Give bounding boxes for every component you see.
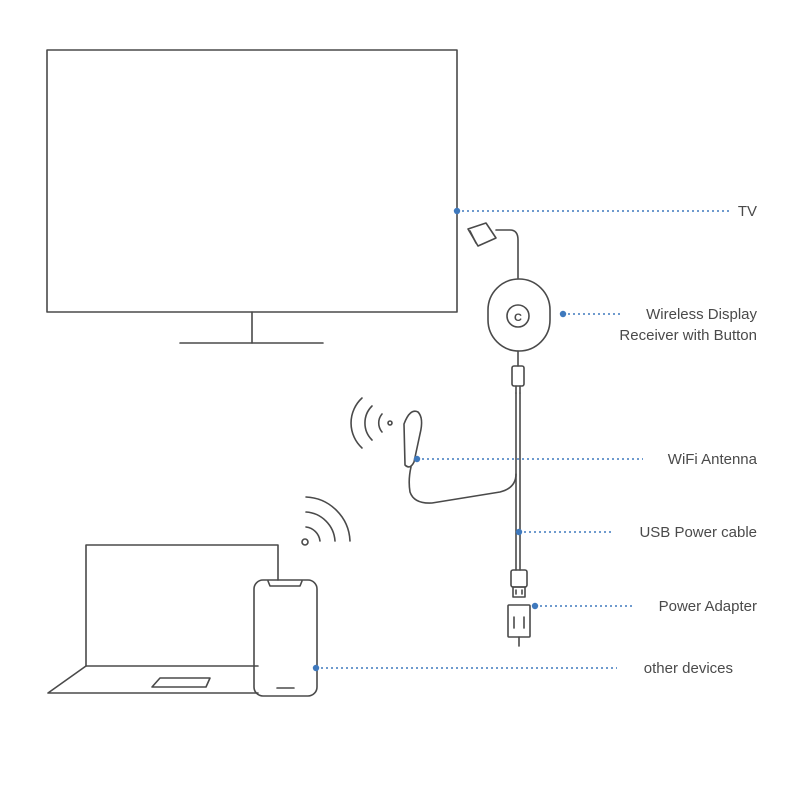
- wifi-waves-laptop-icon: [301, 496, 351, 546]
- tv-icon: [46, 49, 458, 344]
- antenna-dot: [413, 455, 421, 463]
- tv-label: TV: [737, 203, 757, 220]
- wifi-antenna-label: WiFi Antenna: [667, 451, 757, 468]
- power-adapter-label: Power Adapter: [658, 598, 757, 615]
- usb-cable-label: USB Power cable: [639, 524, 757, 541]
- tv-dot: [453, 207, 461, 215]
- receiver-label-line1: Wireless Display: [646, 306, 757, 323]
- hdmi-plug-icon: [467, 222, 519, 279]
- receiver-button-glyph: C: [514, 312, 522, 324]
- adapter-dot: [531, 602, 539, 610]
- micro-usb-plug-icon: [511, 350, 525, 394]
- leader-dots: [312, 207, 567, 672]
- receiver-dongle-icon: [487, 278, 551, 352]
- receiver-label-line2: Receiver with Button: [619, 327, 757, 344]
- wifi-antenna-icon: [387, 410, 517, 504]
- receiver-dot: [559, 310, 567, 318]
- wifi-waves-icon: [350, 397, 383, 449]
- power-adapter-icon: [507, 604, 531, 647]
- usb-a-plug-icon: [510, 569, 528, 598]
- cable-dot: [515, 528, 523, 536]
- other-devices-label: other devices: [643, 660, 733, 677]
- leader-lines: [316, 210, 730, 669]
- laptop-icon: [47, 544, 279, 694]
- smartphone-icon: [253, 579, 318, 697]
- usb-power-cable: [515, 392, 521, 571]
- devices-dot: [312, 664, 320, 672]
